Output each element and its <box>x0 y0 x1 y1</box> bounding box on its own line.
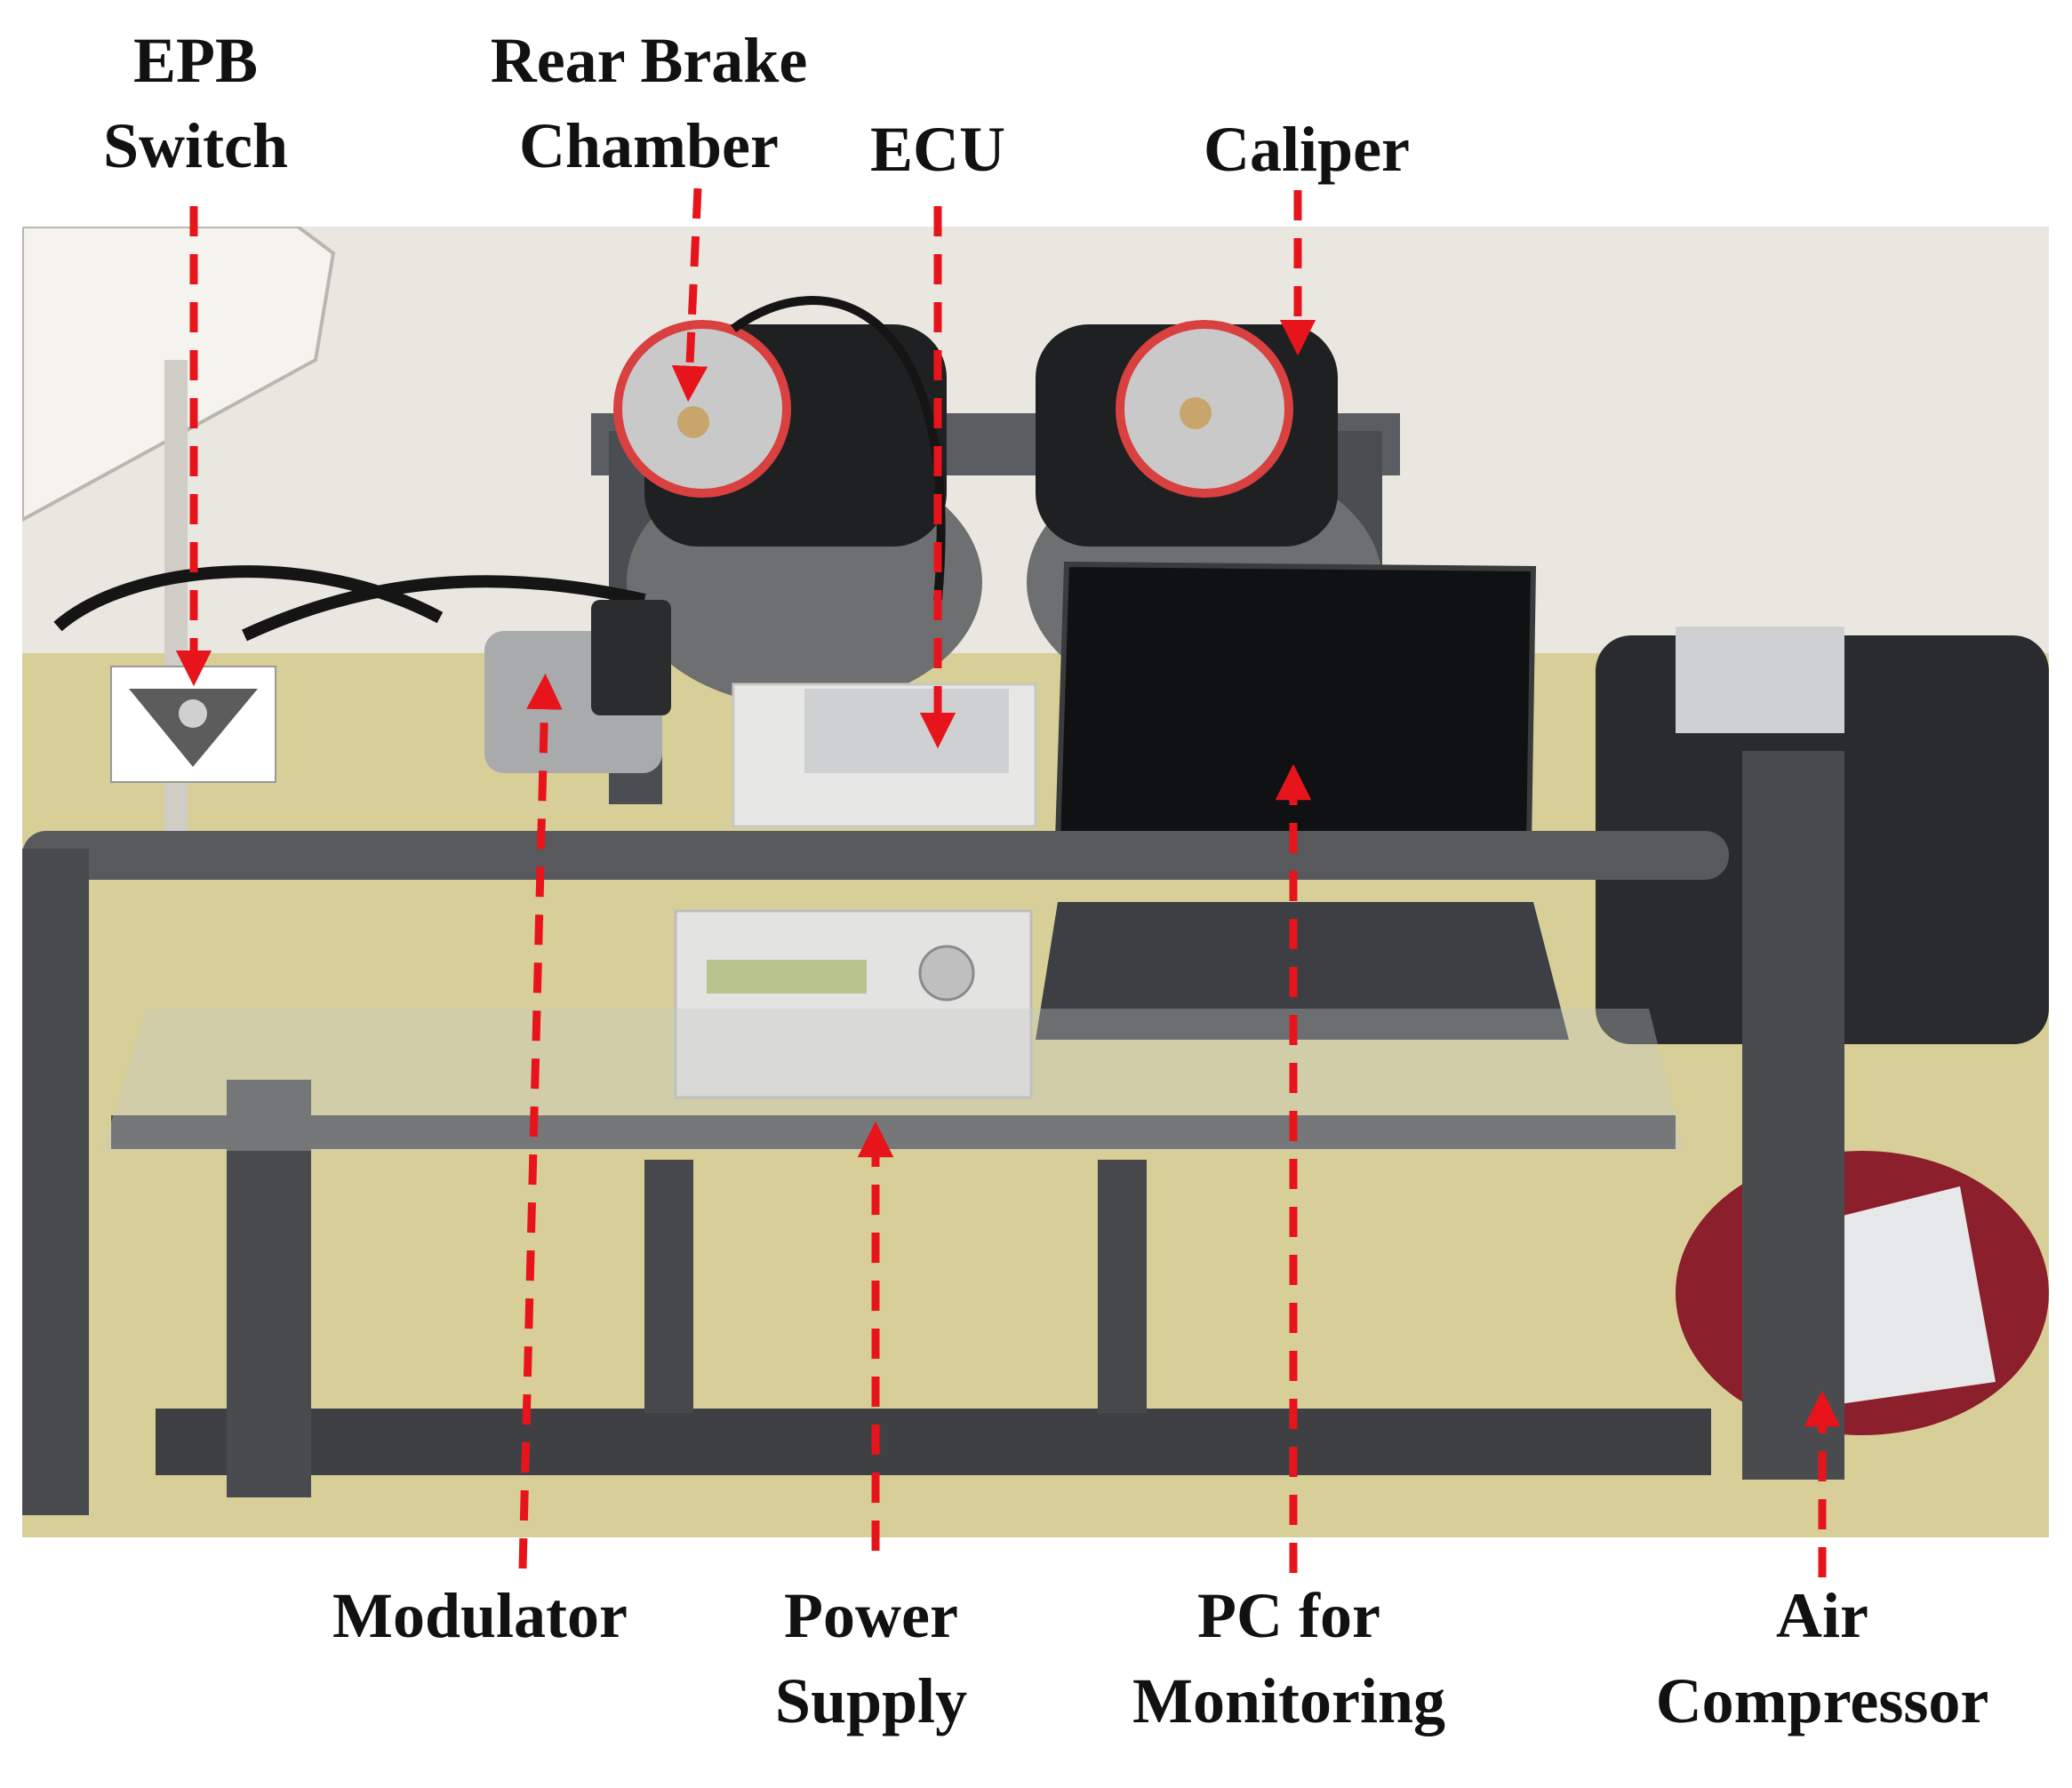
frame-cross-bar-2 <box>1098 1160 1147 1413</box>
brake-chamber-left <box>613 320 791 498</box>
frame-top-rail <box>22 831 1729 880</box>
air-compressor-pressure-switch <box>1676 627 1844 733</box>
label-rear-brake-chamber: Rear Brake Chamber <box>490 25 808 181</box>
glass-shelf <box>102 1009 1684 1151</box>
chamber-fitting-right <box>1180 397 1212 429</box>
epb-switch-center <box>179 699 207 728</box>
air-hose-chamber <box>731 296 946 601</box>
label-caliper: Caliper <box>1204 114 1410 185</box>
power-supply-display <box>707 960 867 994</box>
label-epb-switch: EPB Switch <box>102 25 289 181</box>
power-supply-unit <box>674 909 1033 1099</box>
air-hose-middle <box>242 575 646 642</box>
label-power-supply: Power Supply <box>774 1580 968 1736</box>
label-ecu: ECU <box>869 114 1005 185</box>
label-air-compressor: Air Compressor <box>1655 1580 1989 1736</box>
modulator-connector <box>591 600 671 715</box>
epb-switch-icon <box>129 689 258 767</box>
label-pc-for-monitoring: PC for Monitoring <box>1132 1580 1445 1736</box>
frame-post-right <box>1742 751 1844 1480</box>
arrow-rear-brake-chamber <box>671 188 708 403</box>
frame-post-left-front <box>227 1080 311 1497</box>
power-supply-knob <box>918 945 975 1002</box>
chamber-fitting-left <box>677 406 709 438</box>
label-modulator: Modulator <box>332 1580 628 1651</box>
ecu-cover <box>804 689 1009 773</box>
frame-cross-bar-1 <box>644 1160 693 1413</box>
test-bench-photo <box>22 227 2049 1537</box>
laptop-base <box>1036 902 1569 1040</box>
frame-bottom-rail <box>156 1409 1711 1475</box>
frame-post-left <box>22 849 89 1515</box>
arrow-modulator <box>518 673 563 1569</box>
